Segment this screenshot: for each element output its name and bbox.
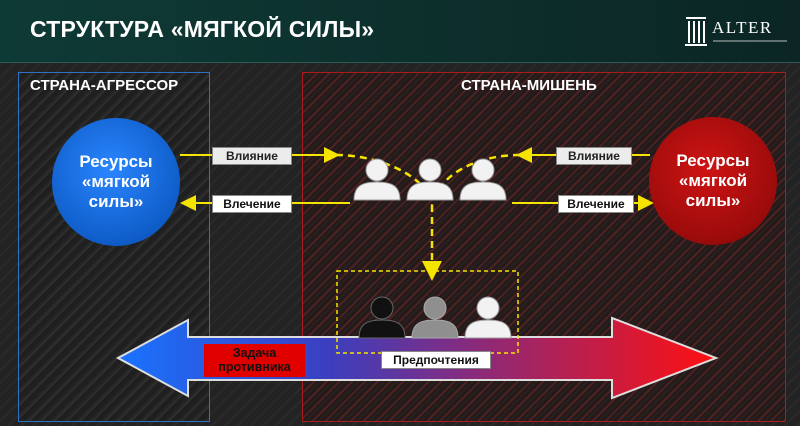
- brand-logo: ALTER: [684, 14, 790, 50]
- person-icon-white: [464, 296, 512, 339]
- aggressor-label: СТРАНА-АГРЕССОР: [30, 77, 179, 94]
- enemy-task-label: Задача противника: [204, 344, 305, 377]
- person-icon: [353, 158, 401, 201]
- target-resources-text: Ресурсы «мягкой силы»: [676, 151, 750, 210]
- attraction-label-left: Влечение: [212, 195, 292, 213]
- page-title: СТРУКТУРА «МЯГКОЙ СИЛЫ»: [30, 16, 375, 42]
- attraction-label-right: Влечение: [558, 195, 634, 213]
- logo-icon: [685, 17, 707, 46]
- person-icon-gray: [411, 296, 459, 339]
- target-resources-circle: Ресурсы «мягкой силы»: [649, 117, 777, 245]
- target-label: СТРАНА-МИШЕНЬ: [461, 77, 597, 94]
- influence-label-right: Влияние: [556, 147, 632, 165]
- header-bar: СТРУКТУРА «МЯГКОЙ СИЛЫ» ALTER: [0, 0, 800, 63]
- aggressor-resources-circle: Ресурсы «мягкой силы»: [52, 118, 180, 246]
- influence-label-left: Влияние: [212, 147, 292, 165]
- person-icon-black: [358, 296, 406, 339]
- logo-underline: [713, 40, 787, 42]
- person-icon: [406, 158, 454, 201]
- person-icon: [459, 158, 507, 201]
- preferences-label: Предпочтения: [381, 351, 491, 369]
- aggressor-resources-text: Ресурсы «мягкой силы»: [79, 152, 153, 211]
- logo-text: ALTER: [712, 18, 773, 37]
